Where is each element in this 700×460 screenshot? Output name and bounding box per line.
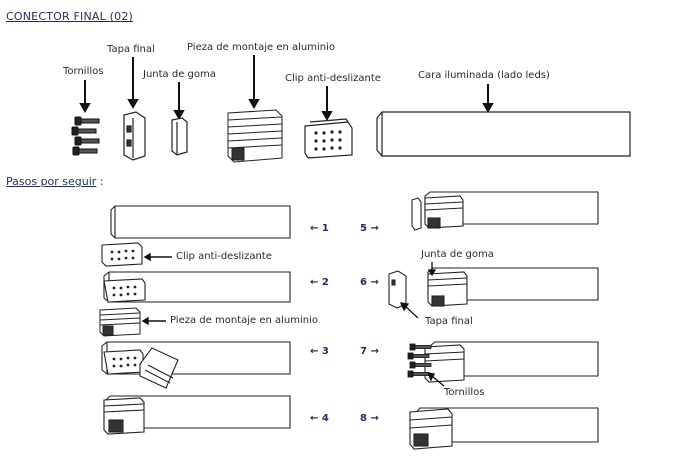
- step-5-marker: 5 →: [360, 223, 379, 234]
- step-6-marker: 6 →: [360, 277, 379, 288]
- step-1-marker: ← 1: [310, 223, 329, 234]
- step-2-marker: ← 2: [310, 277, 329, 288]
- lit-face-profile-icon: [376, 111, 631, 157]
- step6-profile-icon: [388, 267, 599, 309]
- steps-heading-suffix: :: [96, 175, 104, 188]
- step-4-marker: ← 4: [310, 413, 329, 424]
- label-pieza-montaje: Pieza de montaje en aluminio: [187, 42, 335, 53]
- step-label-pieza: Pieza de montaje en aluminio: [170, 315, 318, 326]
- step-8-marker: 8 →: [360, 413, 379, 424]
- step2-profile-icon: [103, 271, 291, 303]
- label-cara-iluminada: Cara iluminada (lado leds): [418, 70, 550, 81]
- step-label-junta: Junta de goma: [421, 249, 494, 260]
- rubber-gasket-icon: [171, 117, 188, 156]
- steps-heading-label: Pasos por seguir: [6, 175, 97, 188]
- aluminium-mount-icon: [227, 109, 283, 163]
- step-label-tapa: Tapa final: [425, 316, 473, 327]
- label-clip: Clip anti-deslizante: [285, 73, 381, 84]
- step-label-clip: Clip anti-deslizante: [176, 251, 272, 262]
- screws-icon: [71, 116, 100, 156]
- end-cap-icon: [123, 111, 146, 161]
- step-label-tornillos: Tornillos: [444, 387, 485, 398]
- step3-profile-icon: [101, 341, 291, 389]
- step8-profile-icon: [409, 407, 599, 450]
- step1-profile-icon: [110, 205, 291, 239]
- anti-slip-clip-icon: [304, 118, 353, 159]
- step1-clip-icon: [101, 242, 143, 267]
- label-tapa-final: Tapa final: [107, 44, 155, 55]
- step2-mount-icon: [99, 307, 141, 337]
- step5-profile-icon: [411, 191, 599, 231]
- page-title: CONECTOR FINAL (02): [6, 10, 134, 23]
- step7-screws-icon: [407, 343, 432, 378]
- label-tornillos: Tornillos: [63, 66, 104, 77]
- step-3-marker: ← 3: [310, 346, 329, 357]
- steps-heading: Pasos por seguir :: [6, 175, 104, 188]
- step-7-marker: 7 →: [360, 346, 379, 357]
- step7-profile-icon: [424, 341, 599, 383]
- label-junta-goma: Junta de goma: [143, 69, 216, 80]
- step4-profile-icon: [103, 395, 291, 435]
